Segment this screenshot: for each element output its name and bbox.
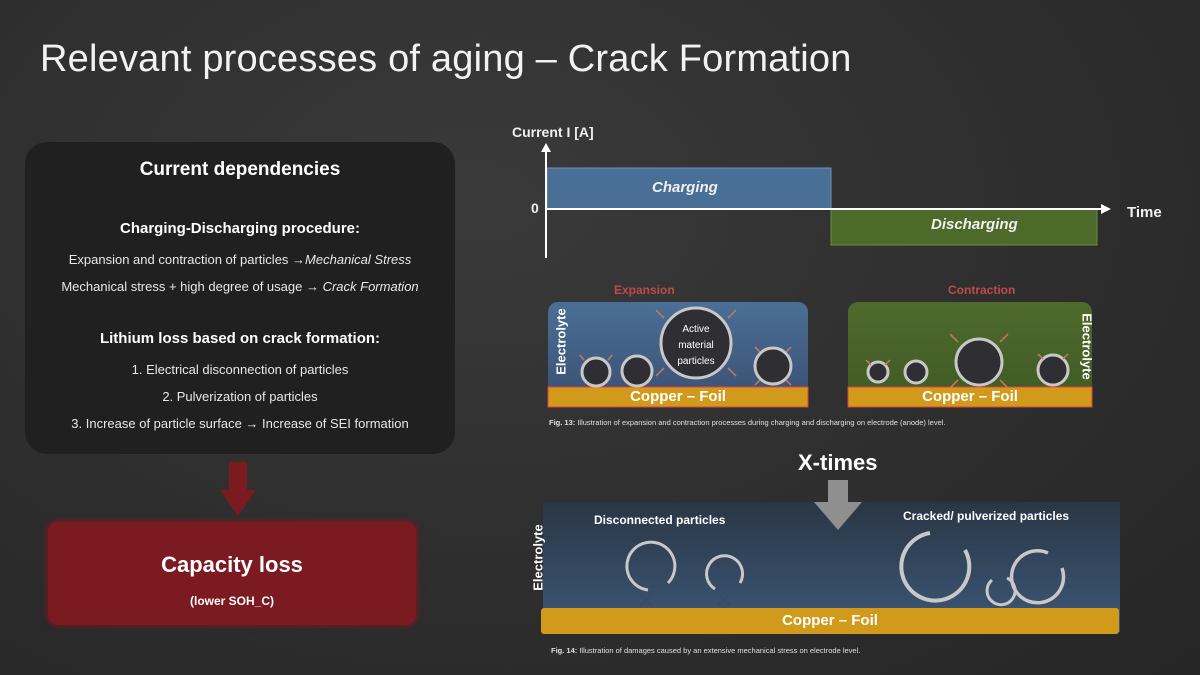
panel-heading: Current dependencies [139, 159, 341, 180]
particle [1036, 353, 1070, 387]
disconnected-particles-label: Disconnected particles [594, 513, 726, 527]
contraction-arrows [865, 333, 1069, 389]
contraction-label: Contraction [948, 283, 1016, 297]
capacity-loss-box: Capacity loss (lower SOH_C) [48, 522, 416, 625]
active-particle [659, 306, 733, 380]
disconnected-particle [705, 554, 745, 591]
x-axis-arrowhead [1101, 204, 1111, 214]
expansion-arrows [579, 309, 792, 386]
copper-foil-contraction [847, 386, 1093, 408]
particle [954, 337, 1004, 387]
charging-block [546, 167, 832, 210]
current-dependencies-panel: Current dependencies Charging-Dischargin… [25, 142, 455, 454]
y-axis-arrowhead [541, 143, 551, 152]
x-times-label: X-times [798, 450, 878, 475]
disconnected-particle [625, 540, 677, 592]
capacity-loss-label: Capacity loss [161, 552, 303, 577]
fig14-caption: Fig. 14: Illustration of damages caused … [551, 646, 861, 655]
line-mechanical-stress: Mechanical stress + high degree of usage… [61, 279, 419, 294]
capacity-loss-sublabel: (lower SOH_C) [189, 594, 274, 608]
time-axis-label: Time [1127, 204, 1162, 221]
list-item: 2. Pulverization of particles [162, 389, 318, 404]
electrolyte-label-right: Electrolyte [1079, 313, 1095, 380]
particle [580, 356, 612, 388]
particle [753, 346, 793, 386]
fig13-caption: Fig. 13: Illustration of expansion and c… [549, 418, 946, 427]
current-axis-label: Current I [A] [512, 124, 594, 140]
particle [903, 359, 929, 385]
copper-foil-label-fig14: Copper – Foil [782, 612, 878, 629]
arrow-right-icon: → [292, 252, 306, 267]
zero-label: 0 [531, 200, 539, 216]
line-expansion: Expansion and contraction of particles →… [68, 252, 412, 267]
electrolyte-label-left: Electrolyte [553, 308, 569, 375]
cracked-particle [1009, 549, 1066, 605]
disconnection-marks [639, 593, 731, 607]
particle [620, 354, 654, 388]
copper-foil-fig14 [541, 608, 1119, 634]
page-title: Relevant processes of aging – Crack Form… [40, 38, 852, 80]
cracked-particles-label: Cracked/ pulverized particles [903, 509, 1070, 523]
section-lithium-title: Lithium loss based on crack formation: [99, 330, 381, 347]
arrow-right-icon: → [305, 279, 319, 294]
down-arrow-icon [220, 462, 256, 516]
active-material-label: Active material particles [677, 324, 715, 367]
expansion-label: Expansion [614, 283, 675, 297]
x-times-arrow-head [814, 502, 862, 530]
list-item: 3. Increase of particle surface → Increa… [71, 416, 409, 431]
particle [866, 360, 890, 384]
cracked-particle [899, 531, 972, 603]
x-times-arrow-shaft [828, 480, 848, 502]
list-item: 1. Electrical disconnection of particles [131, 362, 349, 377]
electrolyte-label-fig14: Electrolyte [530, 524, 546, 591]
copper-foil-label: Copper – Foil [922, 388, 1018, 405]
copper-foil-label: Copper – Foil [630, 388, 726, 405]
discharging-block [830, 208, 1098, 246]
charging-label: Charging [652, 179, 718, 196]
copper-foil-expansion [547, 386, 809, 408]
discharging-label: Discharging [931, 216, 1018, 233]
section-charging-title: Charging-Discharging procedure: [119, 220, 361, 237]
